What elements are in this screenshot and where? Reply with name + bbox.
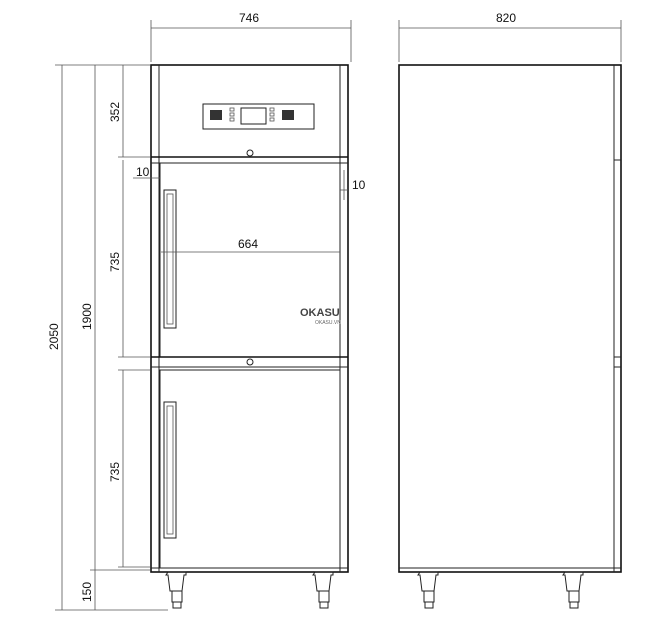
dim-body-height: 1900	[80, 303, 94, 330]
lock-icon	[246, 358, 254, 366]
dim-right-gap: 10	[352, 178, 366, 192]
dim-total-height: 2050	[47, 323, 61, 350]
lock-icon	[246, 149, 254, 157]
dimension-lines	[55, 20, 622, 611]
dim-leg-height: 150	[80, 582, 94, 602]
dim-front-width: 746	[239, 11, 259, 25]
dim-side-depth: 820	[496, 11, 516, 25]
upper-door-handle	[163, 189, 177, 329]
watermark-subtitle: OKASU.VN	[315, 320, 341, 326]
watermark-logo: OKASU	[300, 307, 340, 319]
dim-upper-door-height: 735	[108, 252, 122, 272]
control-panel	[202, 103, 315, 130]
dim-inner-width: 664	[238, 237, 258, 251]
front-view	[150, 64, 349, 609]
dim-left-gap: 10	[136, 165, 150, 179]
dim-lower-door-height: 735	[108, 462, 122, 482]
lower-door-handle	[163, 401, 177, 539]
side-view	[398, 64, 622, 609]
front-legs	[165, 571, 334, 609]
dim-panel-height: 352	[108, 102, 122, 122]
